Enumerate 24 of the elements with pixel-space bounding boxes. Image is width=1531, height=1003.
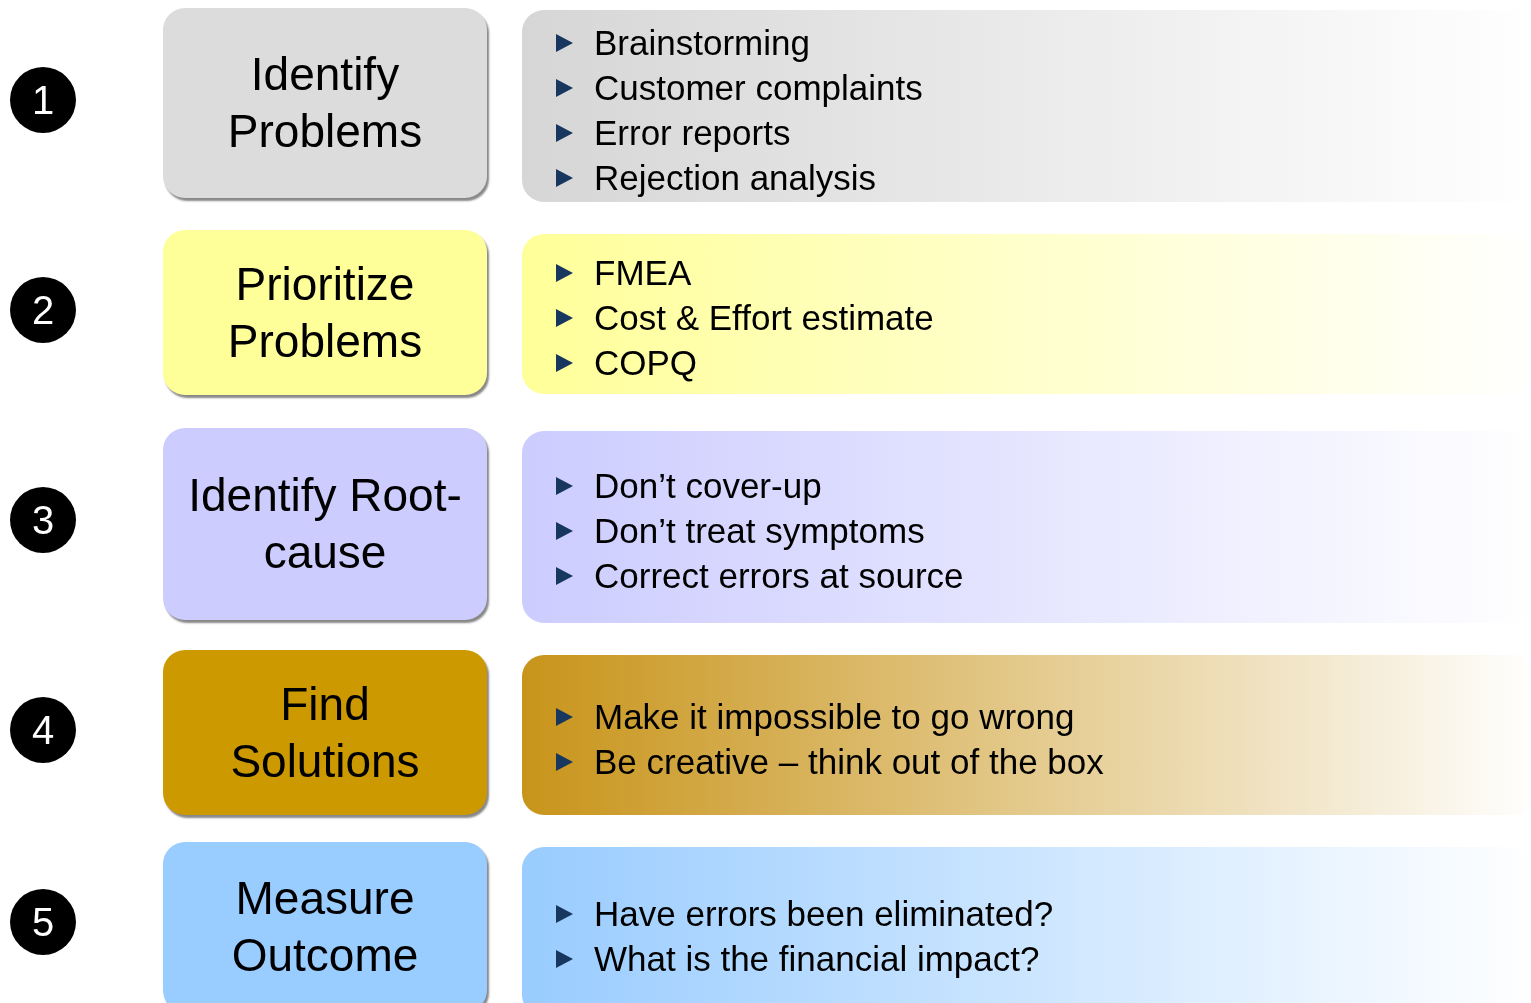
- bullet-text: Cost & Effort estimate: [594, 298, 934, 338]
- bullet-text: Don’t cover-up: [594, 466, 822, 506]
- step-number: 1: [10, 67, 76, 133]
- step-box: Measure Outcome: [163, 842, 487, 1003]
- step-number: 4: [10, 697, 76, 763]
- bullet-text: Make it impossible to go wrong: [594, 696, 1075, 737]
- bullet-text: Customer complaints: [594, 67, 923, 108]
- step-box: Prioritize Problems: [163, 230, 487, 395]
- bullet-text: Be creative – think out of the box: [594, 741, 1104, 782]
- bullet-text: Have errors been eliminated?: [594, 893, 1054, 934]
- step-box: Identify Problems: [163, 8, 487, 198]
- bullet-text: Correct errors at source: [594, 556, 964, 596]
- bullet-text: What is the financial impact?: [594, 938, 1040, 979]
- step-number: 3: [10, 487, 76, 553]
- step-box: Identify Root-cause: [163, 428, 487, 620]
- step-number: 2: [10, 277, 76, 343]
- bullet-text: COPQ: [594, 343, 698, 383]
- step-box: Find Solutions: [163, 650, 487, 815]
- bullet-text: Brainstorming: [594, 22, 810, 63]
- bullet-text: Don’t treat symptoms: [594, 511, 925, 551]
- bullet-text: Error reports: [594, 112, 791, 153]
- step-number: 5: [10, 889, 76, 955]
- bullet-text: Rejection analysis: [594, 157, 877, 198]
- bullet-text: FMEA: [594, 253, 692, 293]
